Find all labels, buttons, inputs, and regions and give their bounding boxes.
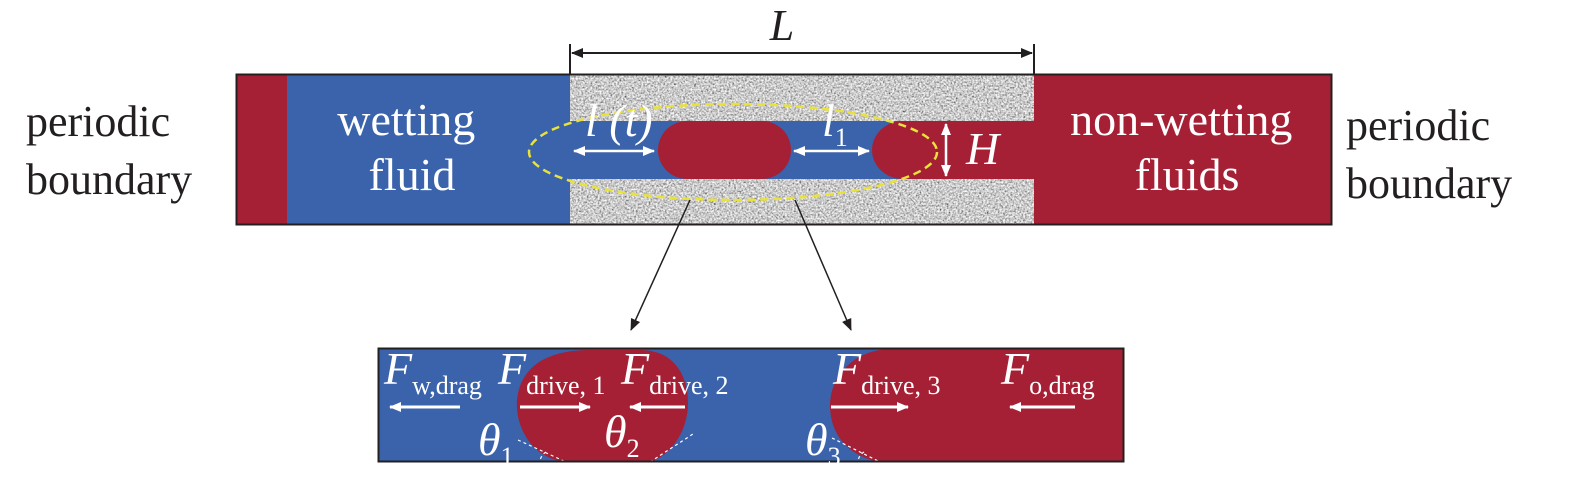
- spacing-label: l1: [822, 95, 848, 152]
- right-boundary-label: periodic boundary: [1346, 101, 1512, 208]
- theta-1-label: θ1: [478, 414, 514, 471]
- length-dimension: L: [569, 1, 1035, 74]
- nonwetting-fluid-label: non-wetting fluids: [1070, 94, 1304, 200]
- boundary-strip-left: [237, 75, 287, 224]
- force-drive-3-label: Fdrive, 3: [832, 343, 941, 400]
- inset-border: [377, 347, 1125, 463]
- inset-droplet: [516, 350, 688, 461]
- wetting-fluid-label: wetting fluid: [337, 94, 486, 200]
- left-boundary-label: periodic boundary: [26, 97, 192, 204]
- force-w-drag-label: Fw,drag: [383, 343, 482, 400]
- position-annotation: l (t): [573, 95, 655, 156]
- force-drive-2-label: Fdrive, 2: [620, 343, 729, 400]
- force-o-drag-label: Fo,drag: [1000, 343, 1095, 400]
- nonwetting-meniscus-right: [872, 121, 1034, 179]
- channel: [235, 73, 1333, 226]
- nonwetting-droplet: [658, 121, 791, 179]
- zoom-arrow-right: [794, 199, 852, 331]
- position-label: l (t): [585, 95, 653, 146]
- height-annotation: H: [941, 123, 1002, 177]
- contact-angle-lines: [517, 433, 880, 461]
- zoom-ellipse: [527, 102, 939, 202]
- wetting-fluid-region: [287, 75, 570, 224]
- zoom-inset: Fw,drag Fdrive, 1 Fdrive, 2 Fdrive, 3 Fo…: [377, 343, 1125, 471]
- inset-nonwetting-front: [830, 349, 1123, 461]
- length-label: L: [769, 1, 794, 50]
- zoom-arrow-left: [630, 199, 691, 331]
- height-label: H: [965, 123, 1002, 174]
- channel-border: [235, 73, 1333, 226]
- theta-2-label: θ2: [604, 406, 640, 463]
- force-drive-1-label: Fdrive, 1: [497, 343, 606, 400]
- nonwetting-fluid-region: [1034, 75, 1331, 224]
- theta-3-label: θ3: [805, 414, 841, 471]
- spacing-annotation: l1: [793, 95, 870, 156]
